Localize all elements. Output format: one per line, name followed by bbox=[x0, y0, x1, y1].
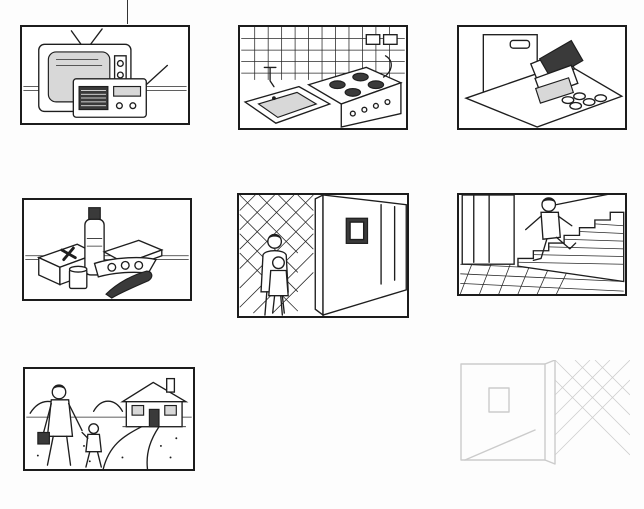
top-tick-line bbox=[127, 0, 128, 24]
first-aid-food-icon bbox=[25, 207, 189, 299]
scene-stairs bbox=[457, 193, 627, 296]
sink-stove-icon bbox=[241, 27, 405, 128]
walking-away-house-icon bbox=[26, 377, 192, 469]
scene-papers bbox=[457, 25, 627, 130]
mother-child-door-icon bbox=[239, 195, 407, 316]
scene-leaving-home bbox=[23, 367, 195, 471]
television-radio-icon bbox=[23, 28, 187, 118]
scene-tv-radio bbox=[20, 25, 190, 125]
faded-room-icon bbox=[460, 360, 630, 465]
scene-kitchen bbox=[238, 25, 408, 130]
running-stairs-icon bbox=[459, 195, 625, 294]
scene-doorway bbox=[237, 193, 409, 318]
scene-faded bbox=[455, 360, 630, 465]
documents-money-icon bbox=[464, 34, 624, 128]
scene-supplies bbox=[22, 198, 192, 301]
